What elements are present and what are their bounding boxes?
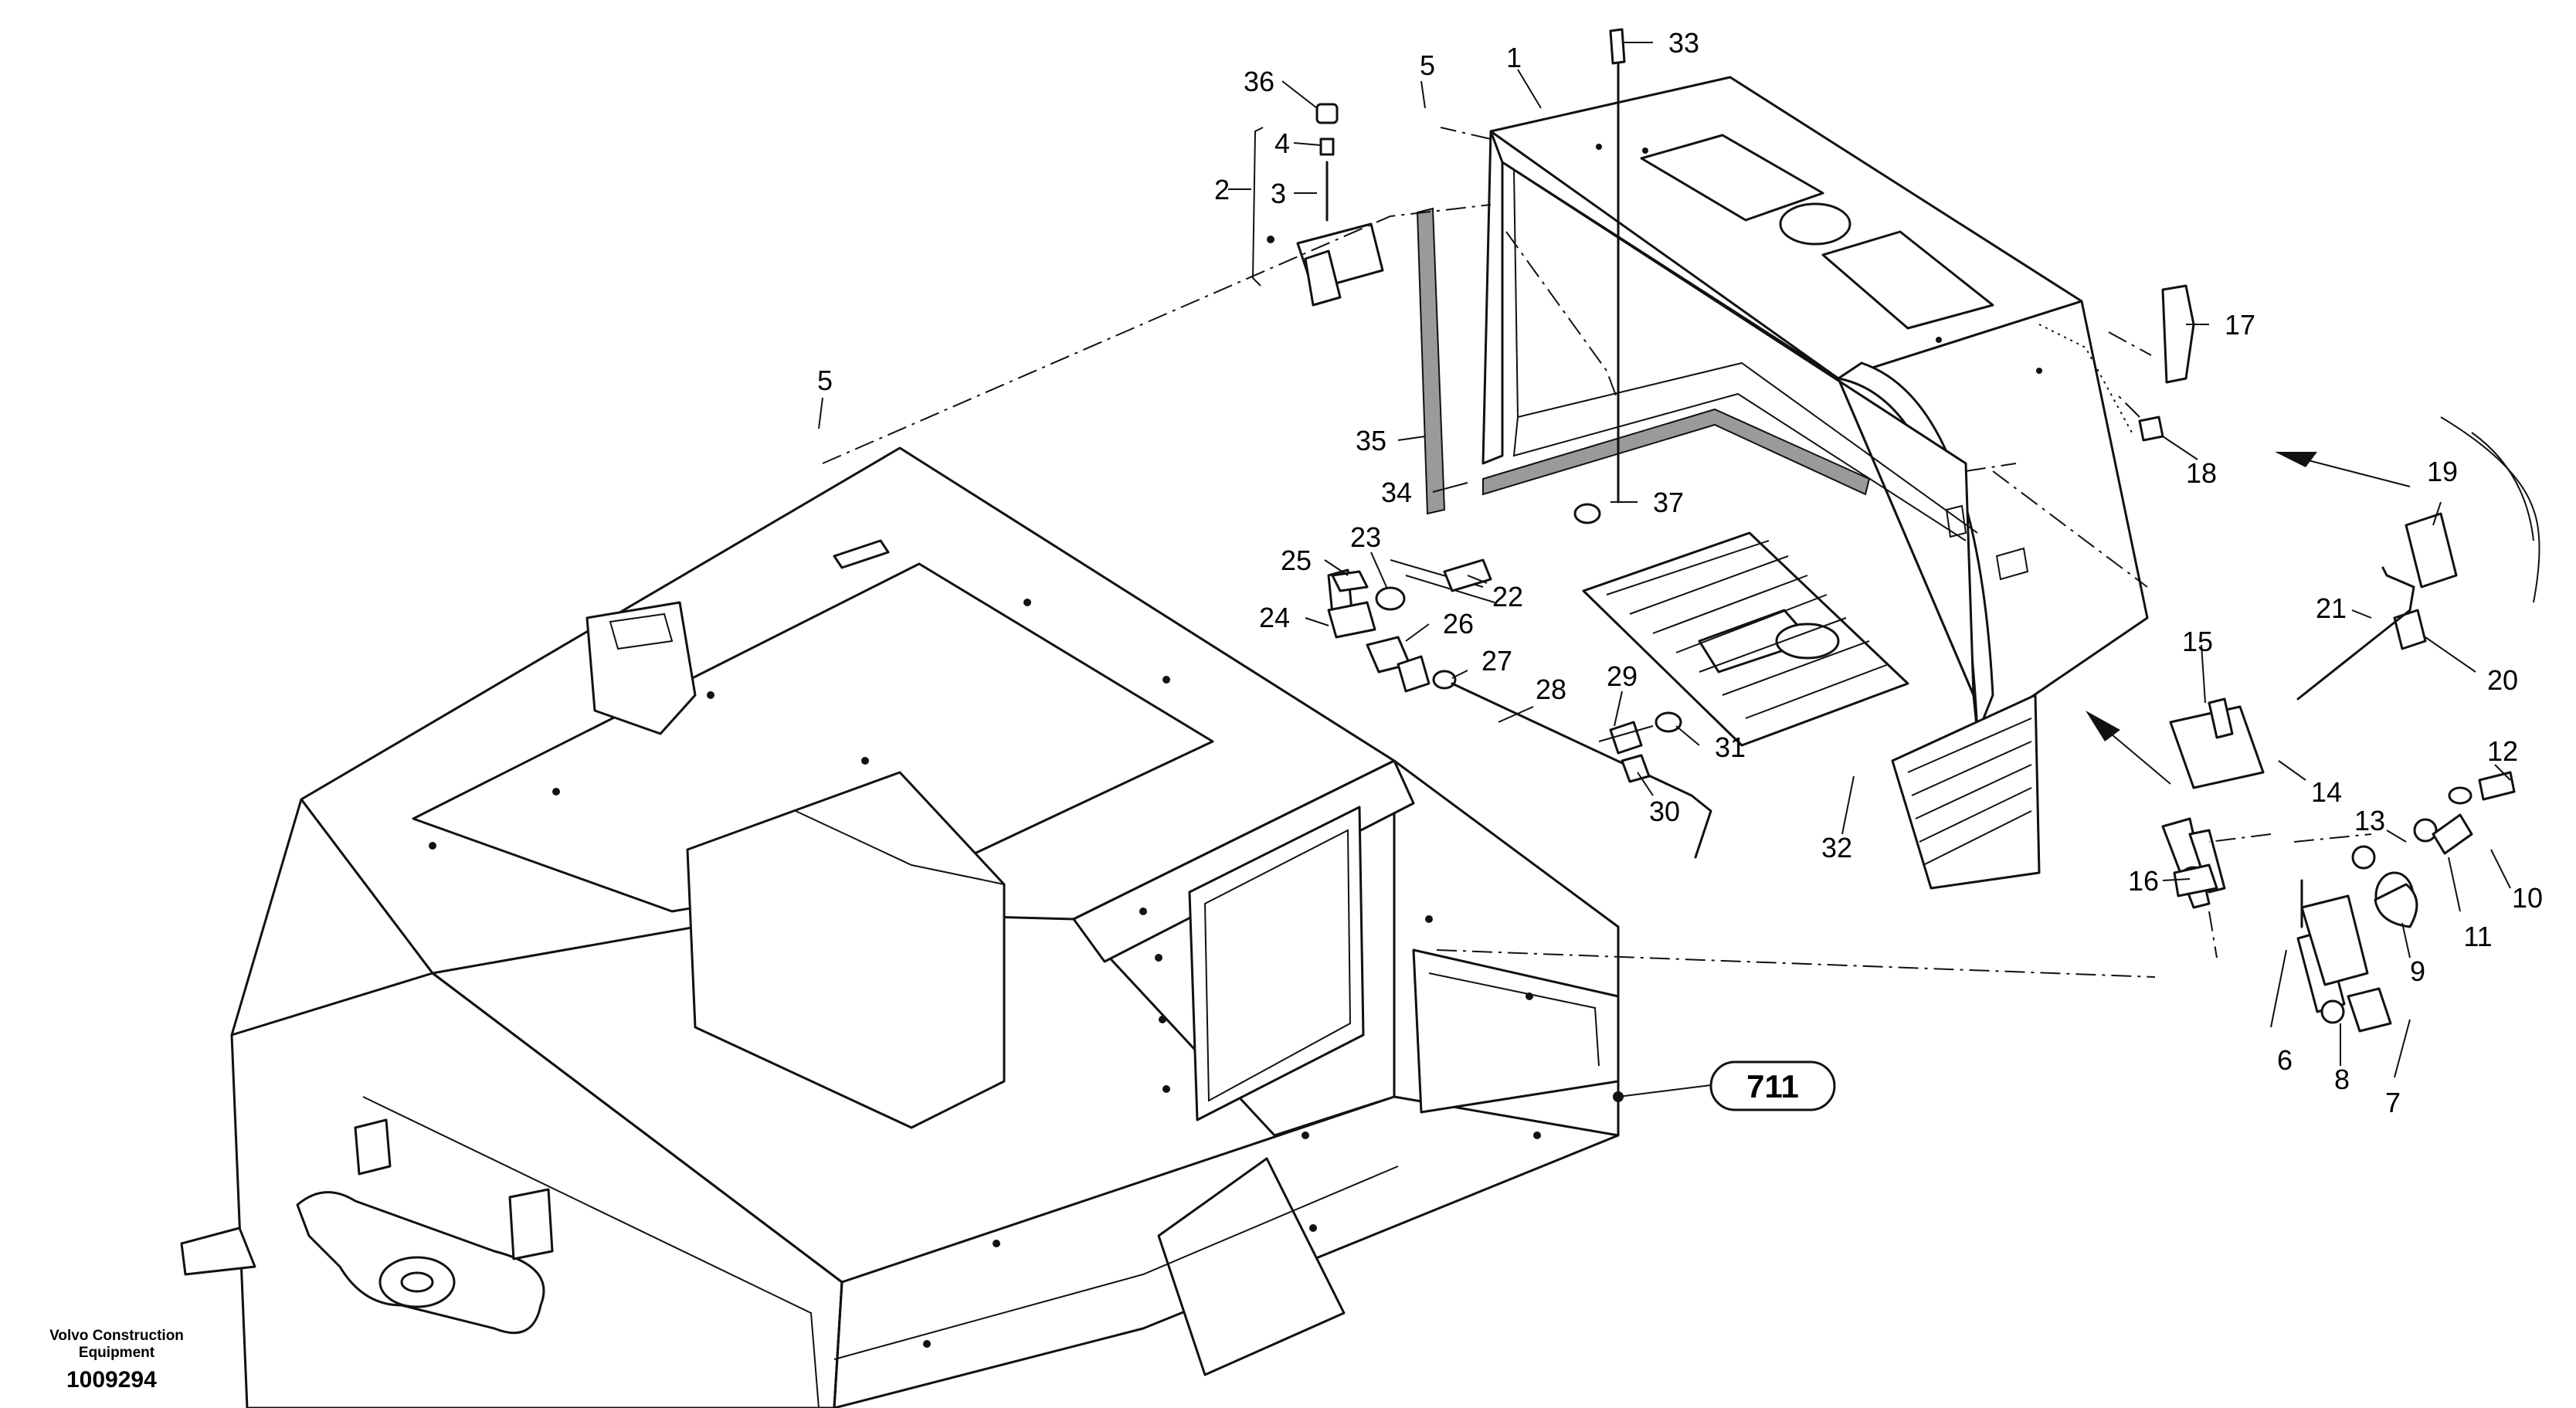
callout-12: 12 xyxy=(2487,735,2518,767)
reference-callout-label: 711 xyxy=(1746,1068,1799,1104)
callout-10: 10 xyxy=(2512,882,2543,914)
door-catch-parts xyxy=(2161,697,2516,1033)
main-frame-housing xyxy=(180,446,1620,1408)
callout-25: 25 xyxy=(1281,545,1312,576)
drawing-number: 1009294 xyxy=(66,1367,157,1393)
callout-15: 15 xyxy=(2182,626,2213,657)
callout-5-left: 5 xyxy=(817,365,833,396)
callout-33: 33 xyxy=(1668,27,1699,59)
callout-17: 17 xyxy=(2225,309,2255,341)
callout-5-top: 5 xyxy=(1420,49,1435,81)
callout-6: 6 xyxy=(2277,1044,2293,1076)
callout-32: 32 xyxy=(1821,832,1852,863)
callout-23: 23 xyxy=(1350,521,1381,553)
callout-3: 3 xyxy=(1271,178,1286,209)
callout-14: 14 xyxy=(2311,776,2342,808)
callout-21: 21 xyxy=(2316,592,2347,624)
callout-4: 4 xyxy=(1274,127,1290,159)
callout-22: 22 xyxy=(1492,581,1523,612)
callout-34: 34 xyxy=(1381,477,1412,508)
callout-18: 18 xyxy=(2186,457,2217,489)
hood-cover xyxy=(1481,76,2149,735)
callout-29: 29 xyxy=(1607,660,1638,692)
callout-27: 27 xyxy=(1481,645,1512,677)
brand-line-2: Equipment xyxy=(78,1345,155,1361)
callout-7: 7 xyxy=(2385,1087,2401,1118)
callout-20: 20 xyxy=(2487,664,2518,696)
assembly-lines xyxy=(822,127,2372,978)
callout-36: 36 xyxy=(1244,66,1274,97)
direction-arrows xyxy=(2086,452,2411,785)
brand-line-1: Volvo Construction xyxy=(49,1328,184,1344)
callout-26: 26 xyxy=(1443,608,1474,640)
callout-13: 13 xyxy=(2354,805,2385,836)
callout-9: 9 xyxy=(2410,955,2425,987)
callout-19: 19 xyxy=(2427,456,2458,487)
grille-radiator xyxy=(1582,531,2041,890)
seal-strips xyxy=(1416,207,1871,515)
linkage-parts xyxy=(1327,28,1712,859)
hinge-assembly xyxy=(1251,103,1384,307)
latch-parts xyxy=(2138,284,2540,701)
callout-31: 31 xyxy=(1715,731,1746,763)
callout-37: 37 xyxy=(1653,487,1684,518)
callout-30: 30 xyxy=(1649,796,1680,827)
callout-8: 8 xyxy=(2334,1064,2350,1095)
callout-labels: 1 2 3 4 5 5 6 7 8 9 10 11 12 13 14 15 16… xyxy=(817,27,2543,1118)
callout-28: 28 xyxy=(1536,673,1566,705)
brand-label: Volvo Construction Equipment xyxy=(28,1328,205,1362)
callout-35: 35 xyxy=(1356,425,1386,456)
callout-leaders xyxy=(818,42,2511,1078)
callout-1: 1 xyxy=(1506,42,1522,73)
callout-11: 11 xyxy=(2463,921,2492,952)
callout-2: 2 xyxy=(1214,174,1230,205)
callout-24: 24 xyxy=(1259,602,1290,633)
reference-callout: 711 xyxy=(1613,1060,1836,1111)
callout-16: 16 xyxy=(2128,865,2159,897)
